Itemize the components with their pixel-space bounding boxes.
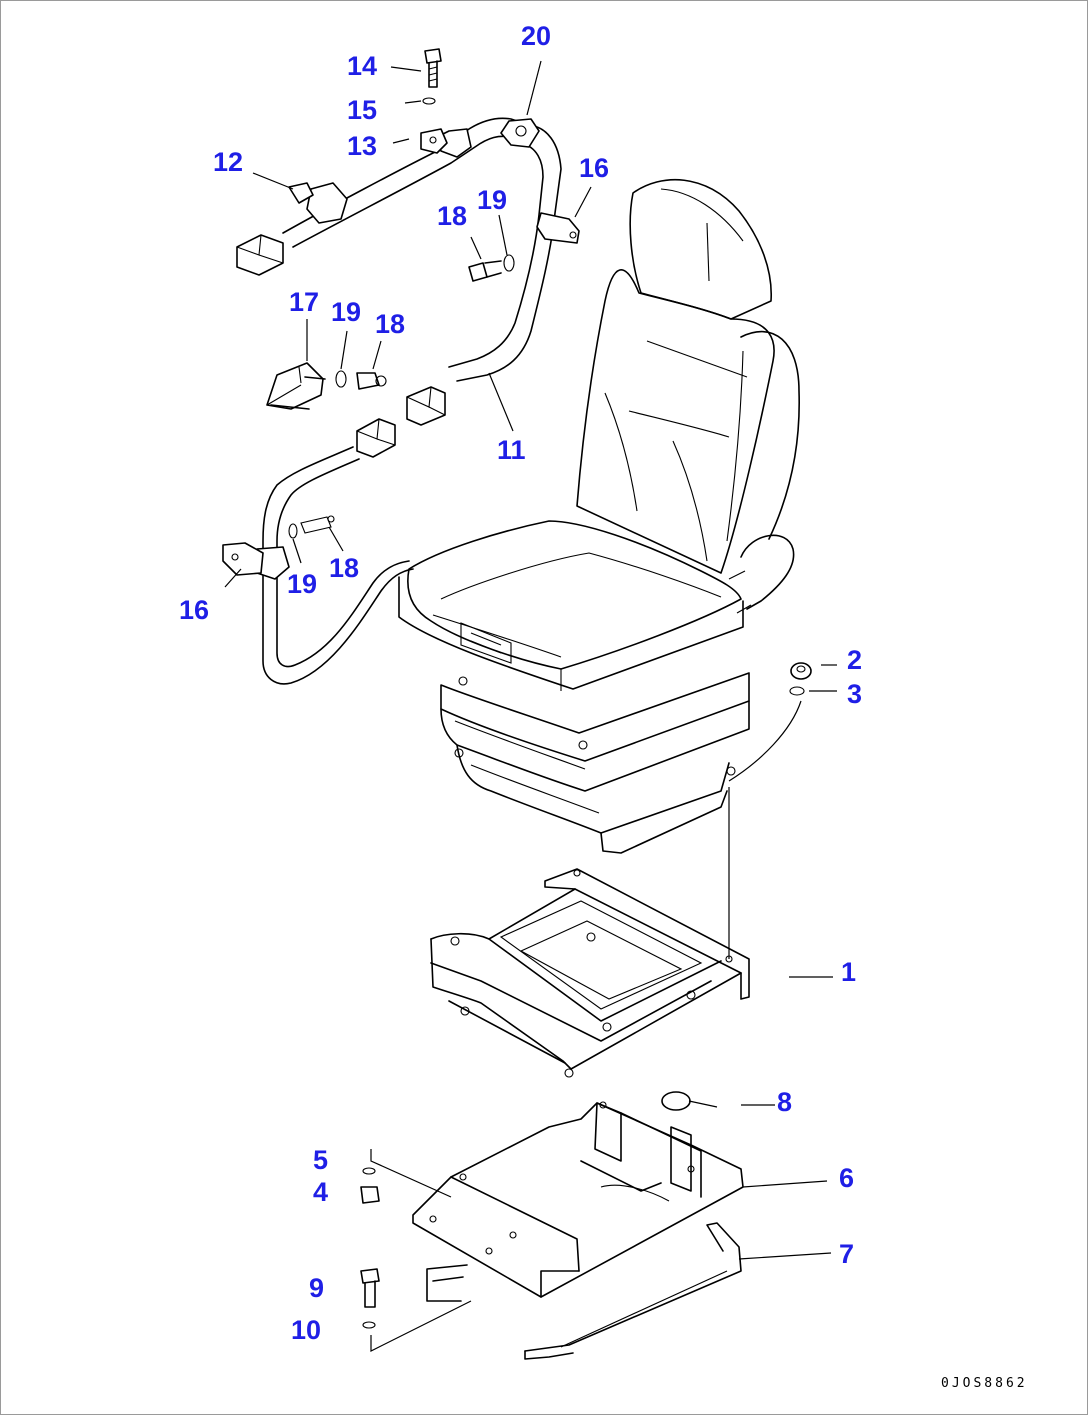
pipe-guard-lower [222, 362, 414, 685]
callout-8: 8 [777, 1087, 792, 1117]
callout-11: 11 [497, 435, 526, 465]
callout-15: 15 [347, 95, 377, 125]
callout-19-top: 19 [477, 185, 507, 215]
callout-16-low: 16 [179, 595, 209, 625]
callout-19-mid: 19 [331, 297, 361, 327]
pipe-guard-assembly [236, 48, 580, 426]
slide-rail-frame [430, 700, 802, 1078]
callout-19-low: 19 [287, 569, 317, 599]
callout-17: 17 [289, 287, 319, 317]
leader-lines [224, 60, 837, 1260]
callout-13: 13 [347, 131, 377, 161]
seat-headrest [629, 178, 772, 320]
callout-20: 20 [521, 21, 551, 51]
callout-numbers: 20 14 15 13 12 16 18 19 17 19 18 11 18 1… [179, 21, 862, 1345]
seat-cushion [407, 520, 742, 670]
nut-and-washer [789, 662, 812, 696]
callout-7: 7 [839, 1239, 854, 1269]
callout-2: 2 [847, 645, 862, 675]
callout-18-mid: 18 [375, 309, 405, 339]
callout-4: 4 [313, 1177, 328, 1207]
callout-16-top: 16 [579, 153, 609, 183]
callout-6: 6 [839, 1163, 854, 1193]
callout-18-low: 18 [329, 553, 359, 583]
callout-5: 5 [313, 1145, 328, 1175]
callout-18-top: 18 [437, 201, 467, 231]
callout-1: 1 [841, 957, 856, 987]
callout-12: 12 [213, 147, 243, 177]
callout-9: 9 [309, 1273, 324, 1303]
base-plate [360, 1091, 744, 1360]
seat-suspension [440, 672, 750, 762]
callout-10: 10 [291, 1315, 321, 1345]
callout-3: 3 [847, 679, 862, 709]
callout-14: 14 [347, 51, 377, 81]
operator-seat [398, 178, 800, 854]
drawing-number: 0JOS8862 [941, 1376, 1028, 1391]
seat-armrest [740, 534, 795, 610]
seat-backrest [576, 269, 775, 574]
